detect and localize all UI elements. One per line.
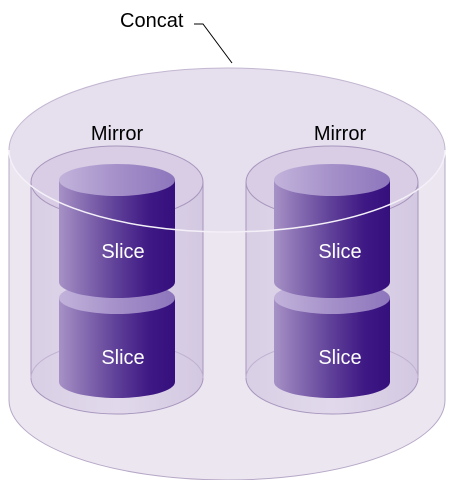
slice-label: Slice (101, 347, 144, 369)
mirror-label: Mirror (91, 123, 144, 145)
slice-cylinder-2-top (274, 164, 390, 298)
slice-cylinder-1-top (59, 164, 175, 298)
concat-leader-line (194, 23, 233, 64)
mirror-label: Mirror (314, 123, 367, 145)
concat-cylinder-rim (8, 149, 446, 233)
slice-cylinder-1-bottom (59, 282, 175, 398)
slice-label: Slice (101, 241, 144, 263)
slice-label: Slice (318, 241, 361, 263)
slice-label: Slice (318, 347, 361, 369)
slice-cylinder-2-bottom (274, 282, 390, 398)
concat-label: Concat (120, 10, 184, 32)
